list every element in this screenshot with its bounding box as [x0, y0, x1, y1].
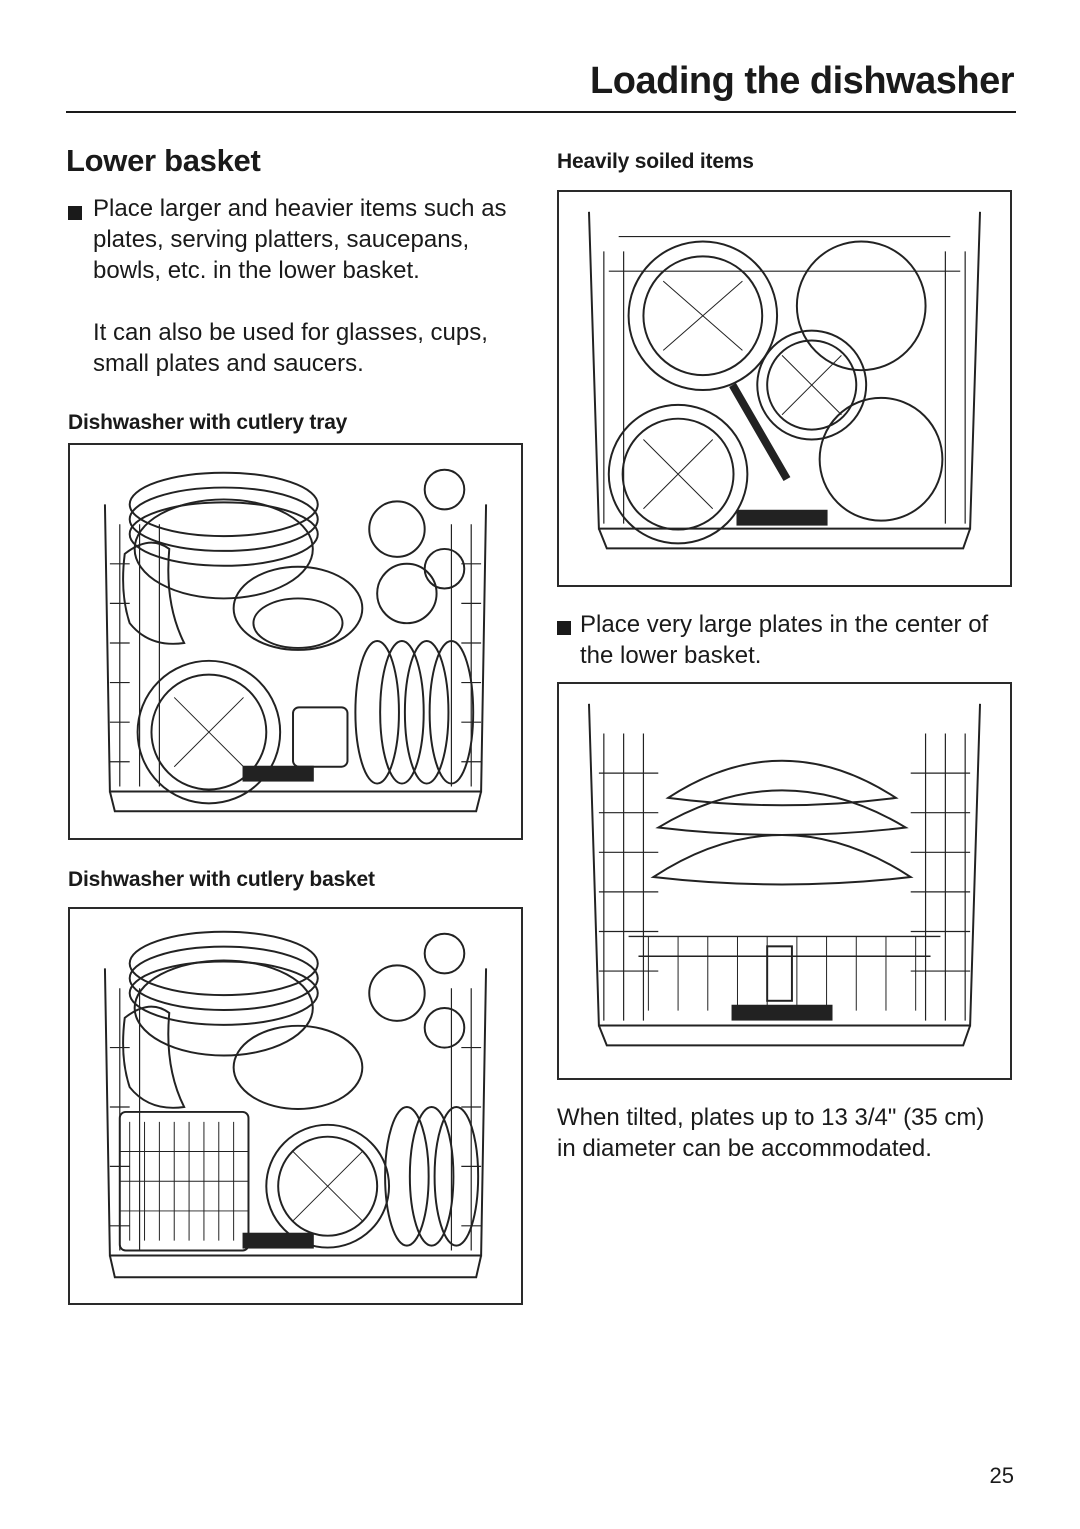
- illustration-cutlery-basket: [68, 907, 523, 1305]
- illustration-cutlery-tray: [68, 443, 523, 840]
- bullet-marker: [68, 206, 82, 220]
- large-plates-bullet-text: Place very large plates in the center of…: [580, 611, 989, 669]
- section-title: Lower basket: [66, 143, 261, 178]
- figure-caption-cutlery-tray: Dishwasher with cutlery tray: [68, 411, 348, 434]
- figure-caption-cutlery-basket: Dishwasher with cutlery basket: [68, 868, 375, 891]
- illustration-heavily-soiled: [557, 190, 1012, 587]
- intro-paragraph: It can also be used for glasses, cups, s…: [93, 319, 488, 377]
- page-title: Loading the dishwasher: [590, 60, 1014, 102]
- large-plates-note: When tilted, plates up to 13 3/4" (35 cm…: [557, 1104, 985, 1162]
- bullet-marker: [557, 621, 571, 635]
- page-number: 25: [989, 1463, 1014, 1488]
- header-rule: [66, 111, 1016, 113]
- intro-bullet-text: Place larger and heavier items such as p…: [93, 195, 507, 284]
- illustration-large-plates: [557, 682, 1012, 1080]
- figure-caption-heavily-soiled: Heavily soiled items: [557, 150, 754, 173]
